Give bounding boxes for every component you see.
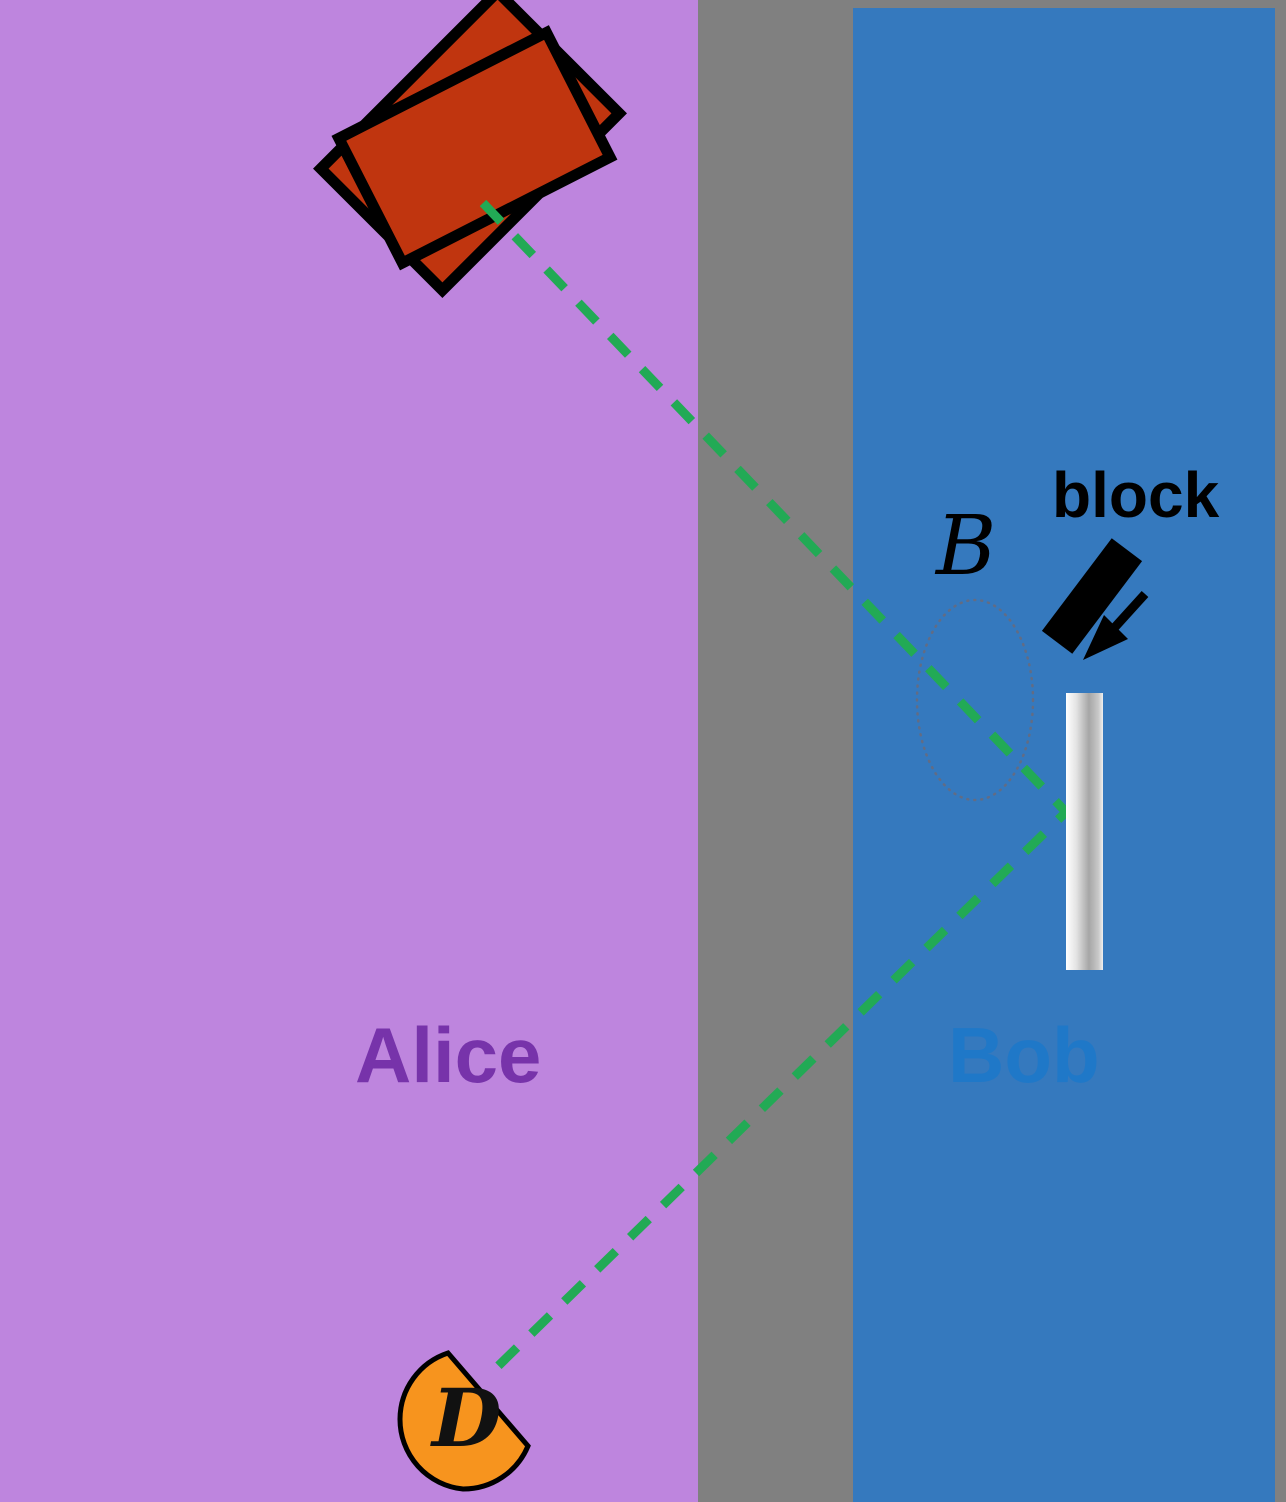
block-bar [1041, 538, 1143, 654]
region-bob [853, 8, 1275, 1502]
mirror [1066, 693, 1103, 970]
detector-shape [397, 1350, 531, 1492]
mode-b-ellipse [915, 598, 1035, 802]
region-alice [0, 0, 698, 1502]
region-label-alice: Alice [355, 1011, 542, 1099]
mode-b-label: B [936, 499, 997, 594]
photon-source [313, 0, 627, 298]
detector-label: D [432, 1371, 502, 1465]
block-label: block [1052, 459, 1220, 531]
region-label-bob: Bob [948, 1011, 1100, 1099]
block-arrow [1083, 590, 1149, 660]
source-inner-rect [331, 25, 618, 271]
